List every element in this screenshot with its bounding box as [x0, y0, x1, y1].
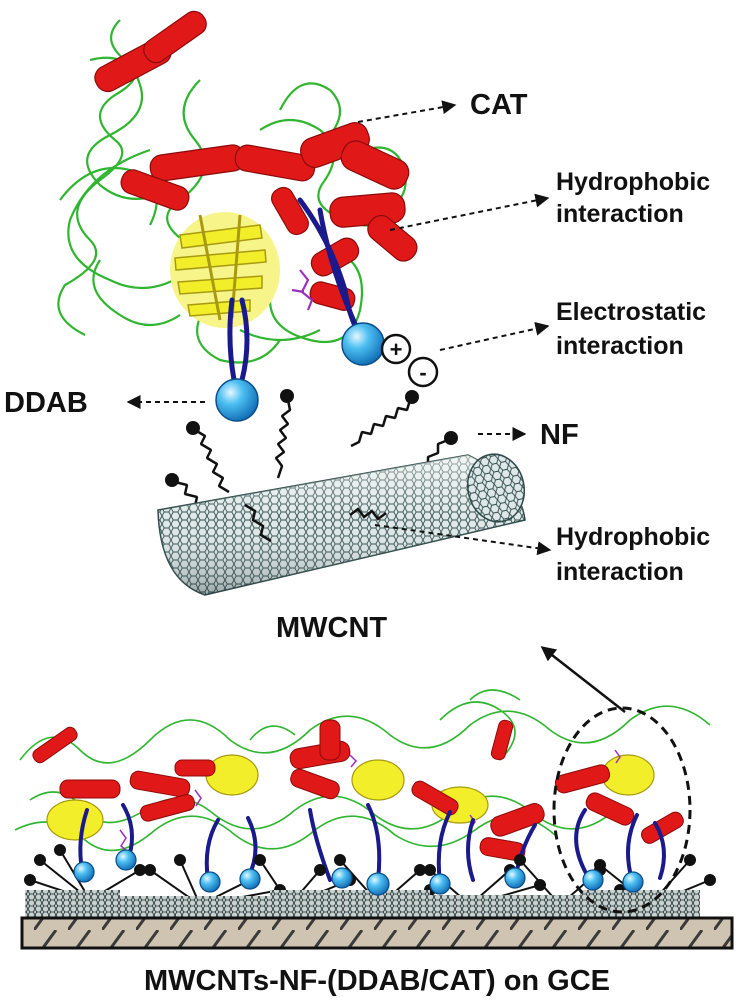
- caption: MWCNTs-NF-(DDAB/CAT) on GCE: [144, 965, 610, 997]
- ddab-head-left: [215, 378, 259, 422]
- zoom-arrow: [540, 646, 626, 713]
- mwcnt-layer: [25, 890, 700, 918]
- mwcnt-nanotube: [157, 453, 526, 596]
- negative-charge-icon: -: [407, 356, 439, 388]
- positive-charge-icon: +: [380, 333, 412, 365]
- zoom-ellipse: [552, 706, 692, 914]
- svg-text:-: -: [419, 360, 426, 385]
- gce-electrode: [20, 916, 734, 950]
- svg-text:+: +: [390, 337, 403, 362]
- nafion-chains-front: [244, 503, 387, 543]
- label-hydrophobic-bottom-line1: Hydrophobic: [556, 523, 710, 551]
- ddab-head-right: [341, 322, 385, 366]
- protein-alpha-helices: [94, 10, 418, 311]
- protein-ligand: [291, 269, 314, 311]
- label-electrostatic-line2: interaction: [556, 332, 684, 360]
- ddab-tails-upper: [227, 197, 363, 383]
- catalase-protein: [57, 10, 418, 364]
- protein-layer: [14, 689, 711, 862]
- label-hydrophobic-top-line1: Hydrophobic: [556, 168, 710, 196]
- annotation-arrows-top: [126, 100, 552, 556]
- label-ddab: DDAB: [4, 387, 88, 419]
- electrode-assembly: [14, 689, 734, 950]
- nafion-heads: [165, 389, 458, 487]
- label-mwcnt: MWCNT: [276, 612, 387, 644]
- protein-beta-sheets: [170, 212, 280, 328]
- ddab-heads-lower: [73, 849, 644, 896]
- label-electrostatic-line1: Electrostatic: [556, 298, 706, 326]
- label-cat: CAT: [470, 89, 528, 121]
- label-nf: NF: [540, 419, 579, 451]
- label-hydrophobic-bottom-line2: interaction: [556, 558, 684, 586]
- label-hydrophobic-top-line2: interaction: [556, 200, 684, 228]
